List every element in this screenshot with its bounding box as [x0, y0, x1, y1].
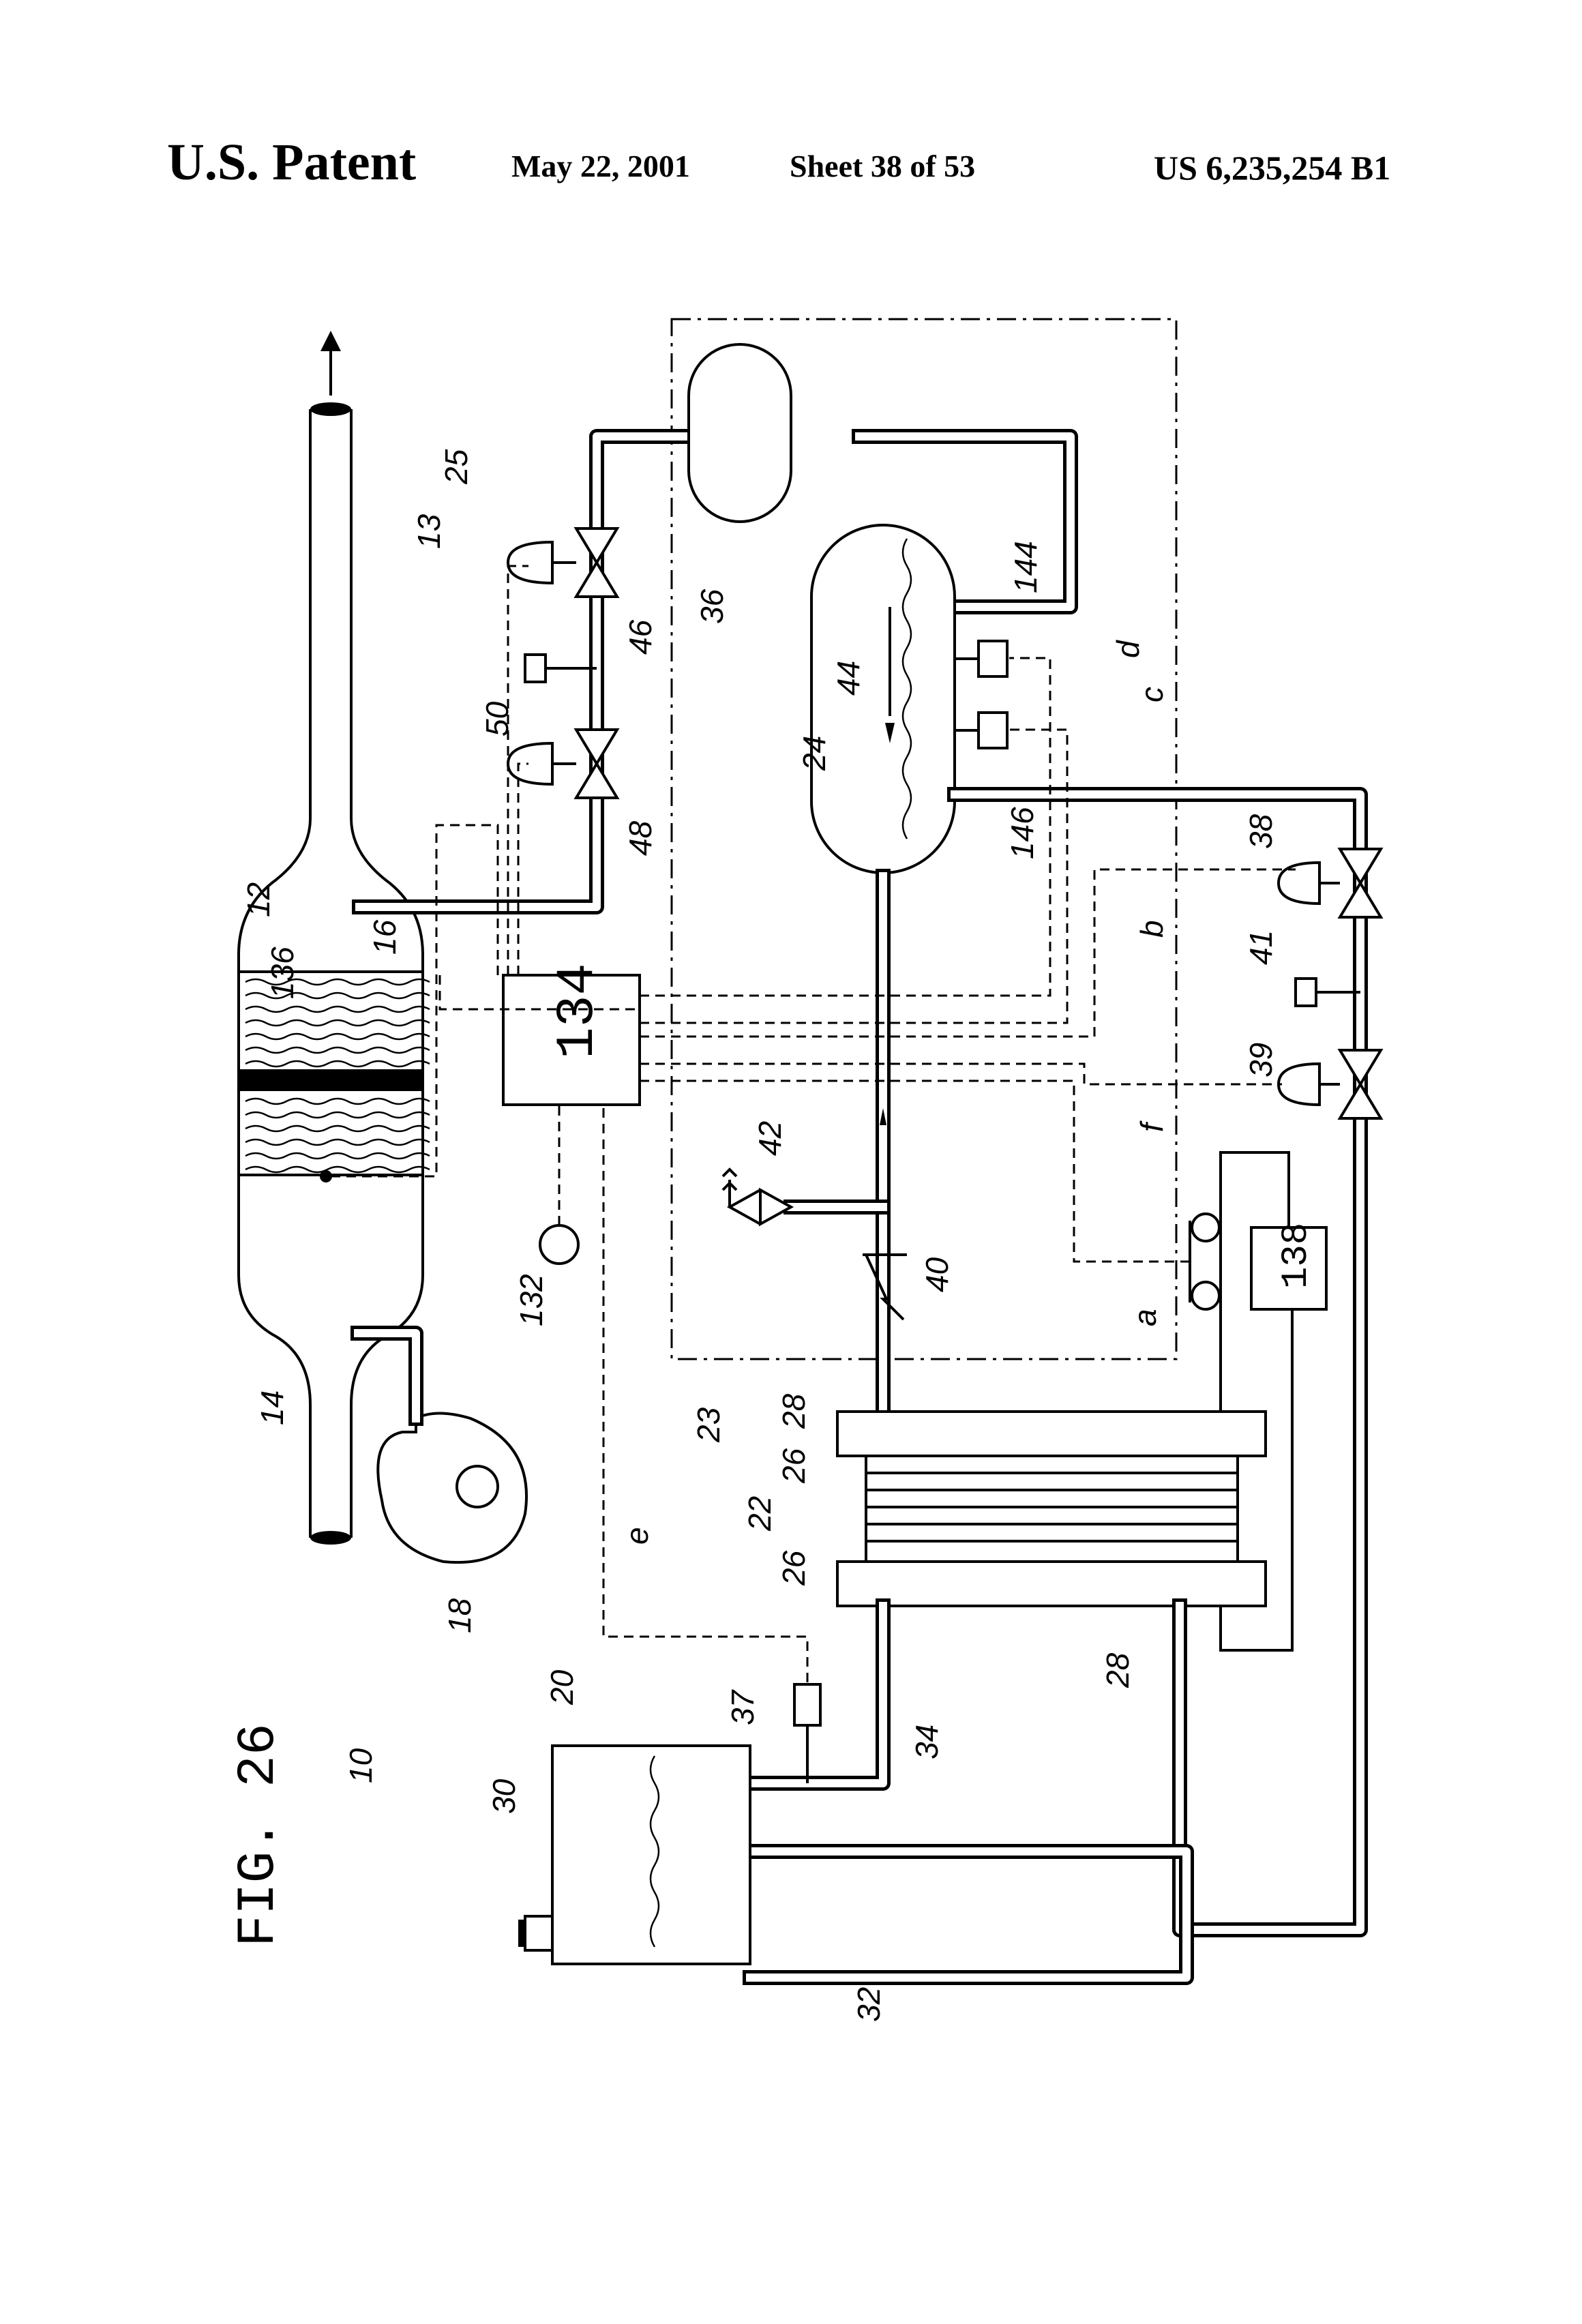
label-14: 14 [254, 1390, 290, 1425]
label-38: 38 [1243, 814, 1279, 849]
label-34: 34 [909, 1725, 944, 1759]
label-28a: 28 [776, 1393, 811, 1429]
label-41: 41 [1243, 930, 1279, 965]
label-46: 46 [623, 619, 658, 655]
label-10: 10 [343, 1748, 378, 1783]
controller-label: 134 [548, 964, 608, 1059]
blower-18 [358, 1333, 526, 1562]
label-136: 136 [265, 947, 300, 999]
label-42: 42 [752, 1121, 788, 1156]
label-13: 13 [411, 513, 447, 549]
label-b: b [1134, 920, 1169, 938]
figure-caption: FIG. 26 [229, 1723, 289, 1947]
label-12: 12 [241, 882, 276, 917]
fuel-cell-stack-22 [837, 1412, 1266, 1606]
label-22: 22 [742, 1496, 777, 1532]
label-28c: 28 [1100, 1652, 1135, 1688]
label-20: 20 [544, 1669, 580, 1705]
label-50: 50 [479, 701, 515, 736]
label-23: 23 [691, 1407, 726, 1443]
label-32: 32 [851, 1987, 886, 2022]
label-a: a [1127, 1309, 1163, 1326]
accumulator-36 [689, 344, 791, 522]
label-48: 48 [623, 820, 658, 856]
label-132: 132 [513, 1274, 549, 1326]
label-37: 37 [725, 1689, 760, 1725]
label-146: 146 [1004, 807, 1040, 859]
label-24: 24 [796, 736, 832, 771]
label-e: e [619, 1527, 655, 1545]
label-25: 25 [438, 449, 474, 485]
label-26b: 26 [776, 1550, 811, 1586]
load-label: 138 [1276, 1223, 1317, 1289]
label-30: 30 [486, 1778, 522, 1814]
label-39: 39 [1243, 1043, 1279, 1077]
label-44: 44 [831, 661, 866, 696]
label-40: 40 [919, 1257, 955, 1292]
label-f: f [1134, 1120, 1169, 1132]
label-16: 16 [367, 919, 402, 955]
label-144: 144 [1008, 541, 1043, 593]
reformate-line [723, 876, 907, 1432]
vaporizer-24 [811, 525, 1007, 873]
label-d: d [1110, 640, 1146, 658]
label-18: 18 [442, 1598, 477, 1633]
label-c: c [1134, 687, 1169, 702]
coolant-circuit [750, 794, 1381, 1978]
label-36: 36 [694, 589, 730, 624]
fuel-tank-20 [518, 1684, 820, 1964]
label-26a: 26 [776, 1448, 811, 1484]
